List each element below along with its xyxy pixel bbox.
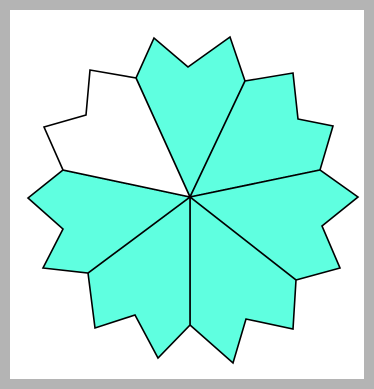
figure-canvas <box>0 0 374 389</box>
star-rosette-diagram <box>0 0 374 389</box>
